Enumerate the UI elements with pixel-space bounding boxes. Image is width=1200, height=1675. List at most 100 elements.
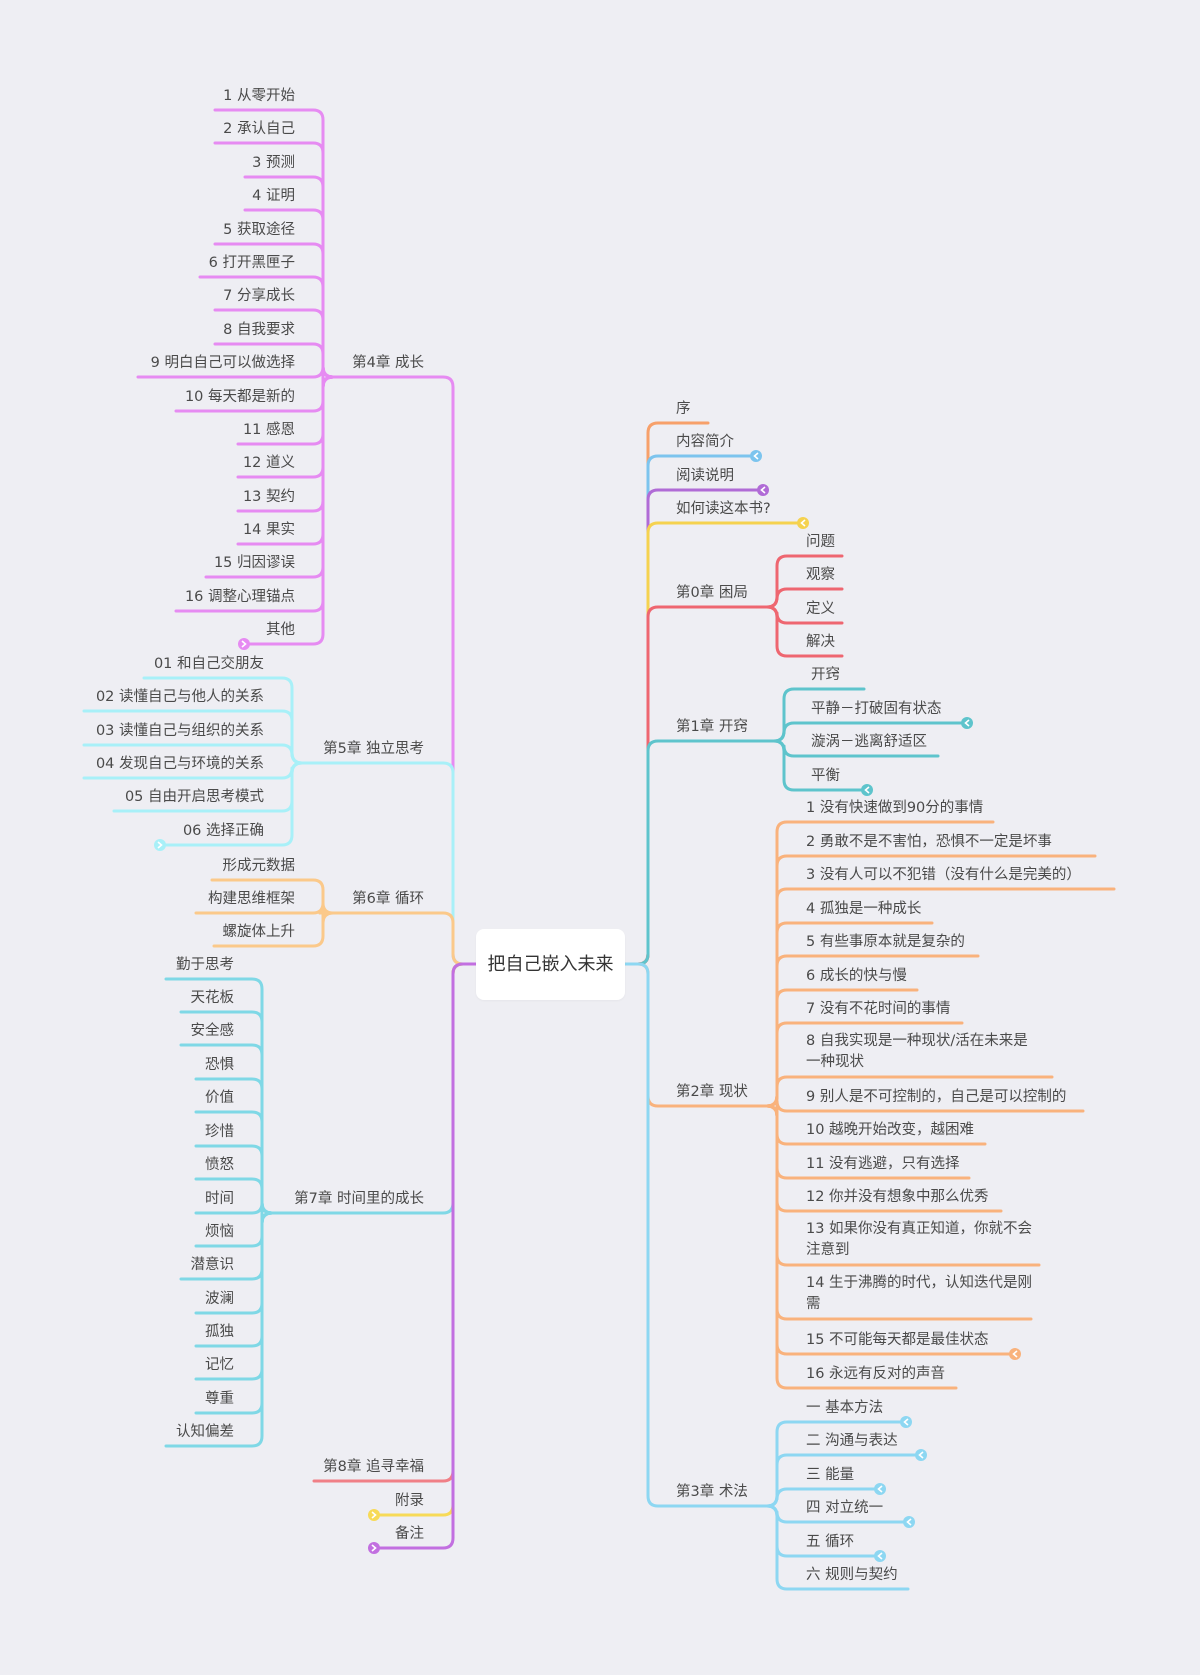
topic-label[interactable]: 安全感 xyxy=(190,1023,235,1039)
branch-label[interactable]: 第8章 追寻幸福 xyxy=(323,1459,424,1475)
branch-label[interactable]: 第7章 时间里的成长 xyxy=(294,1191,424,1207)
topic-label[interactable]: 问题 xyxy=(806,534,835,550)
topic-label[interactable]: 5 获取途径 xyxy=(223,222,295,238)
branch-label[interactable]: 第5章 独立思考 xyxy=(323,741,424,757)
topic-label[interactable]: 5 有些事原本就是复杂的 xyxy=(806,934,965,950)
topic-label[interactable]: 一 基本方法 xyxy=(806,1400,884,1416)
expand-topic-icon[interactable] xyxy=(861,784,873,796)
topic-label[interactable]: 6 成长的快与慢 xyxy=(806,968,907,984)
topic-label[interactable]: 开窍 xyxy=(811,667,840,683)
expand-topic-icon[interactable] xyxy=(961,717,973,729)
topic-label[interactable]: 2 勇敢不是不害怕，恐惧不一定是坏事 xyxy=(806,834,1052,850)
expand-topic-icon[interactable] xyxy=(154,839,166,851)
topic-label[interactable]: 1 没有快速做到90分的事情 xyxy=(806,800,984,816)
root-node[interactable]: 把自己嵌入未来 xyxy=(476,929,625,1000)
expand-topic-icon[interactable] xyxy=(238,638,250,650)
topic-label[interactable]: 11 感恩 xyxy=(242,422,295,438)
topic-label[interactable]: 五 循环 xyxy=(806,1534,855,1550)
topic-label[interactable]: 04 发现自己与环境的关系 xyxy=(95,756,264,772)
branch-label[interactable]: 备注 xyxy=(395,1526,424,1542)
expand-branch-icon[interactable] xyxy=(368,1509,380,1521)
topic-label[interactable]: 10 越晚开始改变，越困难 xyxy=(806,1122,975,1138)
topic-label[interactable]: 珍惜 xyxy=(205,1124,234,1140)
topic-label[interactable]: 05 自由开启思考模式 xyxy=(124,789,264,805)
topic-label[interactable]: 构建思维框架 xyxy=(208,891,295,907)
topic-label[interactable]: 03 读懂自己与组织的关系 xyxy=(95,723,264,739)
topic-label[interactable]: 四 对立统一 xyxy=(806,1500,884,1516)
topic-label[interactable]: 4 孤独是一种成长 xyxy=(806,901,922,917)
branch-label[interactable]: 第6章 循环 xyxy=(352,891,424,907)
branch-label[interactable]: 第1章 开窍 xyxy=(676,719,748,735)
topic-label[interactable]: 孤独 xyxy=(205,1324,234,1340)
topic-label[interactable]: 15 归因谬误 xyxy=(213,555,295,571)
topic-label[interactable]: 3 预测 xyxy=(252,155,295,171)
topic-label[interactable]: 16 永远有反对的声音 xyxy=(806,1366,946,1382)
expand-topic-icon[interactable] xyxy=(900,1416,912,1428)
topic-label[interactable]: 观察 xyxy=(806,567,835,583)
topic-label[interactable]: 漩涡－逃离舒适区 xyxy=(811,734,927,750)
topic-label[interactable]: 06 选择正确 xyxy=(182,823,264,839)
topic-label[interactable]: 9 明白自己可以做选择 xyxy=(150,355,295,371)
topic-label[interactable]: 二 沟通与表达 xyxy=(806,1433,898,1449)
topic-label[interactable]: 潜意识 xyxy=(190,1257,235,1273)
expand-topic-icon[interactable] xyxy=(874,1550,886,1562)
topic-label[interactable]: 02 读懂自己与他人的关系 xyxy=(95,689,264,705)
branch-label[interactable]: 如何读这本书? xyxy=(676,501,771,517)
topic-label[interactable]: 记忆 xyxy=(205,1357,234,1373)
topic-label[interactable]: 3 没有人可以不犯错（没有什么是完美的） xyxy=(806,867,1081,883)
topic-label[interactable]: 定义 xyxy=(806,601,835,617)
expand-topic-icon[interactable] xyxy=(874,1483,886,1495)
topic-label[interactable]: 解决 xyxy=(806,634,835,650)
topic-label[interactable]: 形成元数据 xyxy=(222,858,296,874)
expand-branch-icon[interactable] xyxy=(750,450,762,462)
topic-label[interactable]: 烦恼 xyxy=(205,1224,234,1240)
topic-label[interactable]: 10 每天都是新的 xyxy=(184,389,295,405)
topic-label[interactable]: 7 分享成长 xyxy=(223,288,295,304)
topic-label[interactable]: 平静－打破固有状态 xyxy=(811,701,942,717)
branch-label[interactable]: 序 xyxy=(676,401,691,417)
topic-label[interactable]: 天花板 xyxy=(190,990,235,1006)
branch-label[interactable]: 第4章 成长 xyxy=(352,355,424,371)
topic-label[interactable]: 8 自我要求 xyxy=(223,322,295,338)
expand-branch-icon[interactable] xyxy=(368,1542,380,1554)
expand-topic-icon[interactable] xyxy=(1009,1348,1021,1360)
topic-label[interactable]: 价值 xyxy=(205,1090,234,1106)
topic-label[interactable]: 8 自我实现是一种现状/活在未来是一种现状 xyxy=(806,1033,1028,1070)
topic-label[interactable]: 愤怒 xyxy=(205,1157,234,1173)
branch-label[interactable]: 附录 xyxy=(395,1493,424,1509)
topic-label[interactable]: 六 规则与契约 xyxy=(806,1567,898,1583)
topic-label[interactable]: 4 证明 xyxy=(252,188,295,204)
branch-label[interactable]: 阅读说明 xyxy=(676,468,734,484)
topic-label[interactable]: 6 打开黑匣子 xyxy=(208,255,295,271)
expand-topic-icon[interactable] xyxy=(903,1516,915,1528)
branch-label[interactable]: 第2章 现状 xyxy=(676,1084,748,1100)
topic-label[interactable]: 9 别人是不可控制的，自己是可以控制的 xyxy=(806,1089,1067,1105)
branch-label[interactable]: 第3章 术法 xyxy=(676,1484,748,1500)
topic-label[interactable]: 时间 xyxy=(205,1191,234,1207)
expand-topic-icon[interactable] xyxy=(915,1449,927,1461)
topic-label[interactable]: 1 从零开始 xyxy=(223,88,295,104)
topic-label[interactable]: 11 没有逃避，只有选择 xyxy=(806,1156,960,1172)
topic-label[interactable]: 12 道义 xyxy=(242,455,295,471)
topic-label[interactable]: 14 果实 xyxy=(242,522,295,538)
expand-branch-icon[interactable] xyxy=(797,517,809,529)
topic-label[interactable]: 01 和自己交朋友 xyxy=(153,656,264,672)
topic-label[interactable]: 13 如果你没有真正知道，你就不会注意到 xyxy=(806,1221,1033,1258)
topic-label[interactable]: 其他 xyxy=(266,622,295,638)
topic-label[interactable]: 波澜 xyxy=(205,1291,234,1307)
topic-label[interactable]: 15 不可能每天都是最佳状态 xyxy=(806,1332,989,1348)
topic-label[interactable]: 7 没有不花时间的事情 xyxy=(806,1001,951,1017)
topic-label[interactable]: 2 承认自己 xyxy=(223,121,295,137)
topic-label[interactable]: 恐惧 xyxy=(205,1057,234,1073)
topic-label[interactable]: 勤于思考 xyxy=(176,957,234,973)
topic-label[interactable]: 认知偏差 xyxy=(176,1424,234,1440)
topic-label[interactable]: 16 调整心理锚点 xyxy=(184,589,295,605)
branch-label[interactable]: 内容简介 xyxy=(676,434,734,450)
topic-label[interactable]: 13 契约 xyxy=(242,489,295,505)
topic-label[interactable]: 14 生于沸腾的时代，认知迭代是刚需 xyxy=(806,1275,1033,1312)
topic-label[interactable]: 三 能量 xyxy=(806,1467,855,1483)
topic-label[interactable]: 螺旋体上升 xyxy=(222,924,296,940)
expand-branch-icon[interactable] xyxy=(757,484,769,496)
topic-label[interactable]: 平衡 xyxy=(811,768,840,784)
branch-label[interactable]: 第0章 困局 xyxy=(676,585,748,601)
